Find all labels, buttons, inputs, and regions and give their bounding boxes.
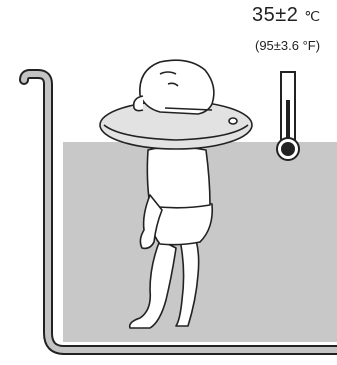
celsius-unit: ℃: [304, 8, 320, 24]
celsius-value: 35±2: [252, 4, 298, 26]
temperature-celsius: 35±2 ℃: [252, 4, 334, 27]
temperature-fahrenheit: (95±3.6 °F): [255, 38, 337, 53]
thermometer-icon: [277, 72, 299, 160]
